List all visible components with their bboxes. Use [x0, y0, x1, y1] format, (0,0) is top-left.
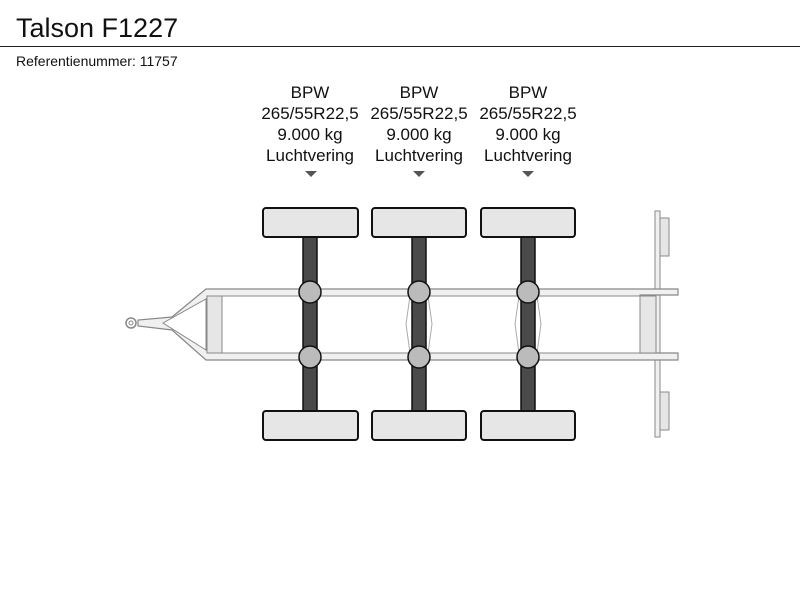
axle-1: [262, 207, 359, 441]
axle-load: 9.000 kg: [386, 125, 452, 144]
axle-brand: BPW: [290, 83, 330, 102]
axle-brand: BPW: [399, 83, 439, 102]
axle-brand: BPW: [508, 83, 548, 102]
axle-joint-bottom: [516, 345, 540, 369]
wheel-bottom: [371, 410, 467, 441]
towing-eye-hole: [128, 320, 134, 326]
axle-suspension: Luchtvering: [375, 146, 463, 165]
axle-3: [480, 207, 576, 441]
axle-arrow-3: [522, 171, 534, 177]
front-crossmember: [206, 295, 223, 354]
axle-tire-size: 265/55R22,5: [261, 104, 359, 123]
wheel-bottom: [480, 410, 576, 441]
wheel-bottom: [262, 410, 359, 441]
axle-joint-bottom: [407, 345, 431, 369]
axle-label-3: BPW 265/55R22,5 9.000 kg Luchtvering: [473, 82, 583, 166]
frame-inner-opening: [221, 295, 641, 354]
rear-light-top: [659, 217, 670, 257]
page-title: Talson F1227: [16, 13, 179, 43]
axle-arrow-1: [305, 171, 317, 177]
axle-load: 9.000 kg: [277, 125, 343, 144]
axle-tire-size: 265/55R22,5: [370, 104, 468, 123]
axle-beam: [411, 235, 427, 413]
axle-suspension: Luchtvering: [266, 146, 354, 165]
axle-arrow-2: [413, 171, 425, 177]
rear-crossmember: [639, 295, 657, 354]
axle-load: 9.000 kg: [495, 125, 561, 144]
axle-label-2: BPW 265/55R22,5 9.000 kg Luchtvering: [364, 82, 474, 166]
axle-tire-size: 265/55R22,5: [479, 104, 577, 123]
axle-suspension: Luchtvering: [484, 146, 572, 165]
axle-joint-top: [516, 280, 540, 304]
drawbar-inner-opening: [162, 298, 207, 351]
axle-joint-bottom: [298, 345, 322, 369]
axle-2: [371, 207, 467, 441]
wheel-top: [262, 207, 359, 238]
rear-light-bottom: [659, 391, 670, 431]
wheel-top: [371, 207, 467, 238]
axle-joint-top: [298, 280, 322, 304]
axle-beam: [520, 235, 536, 413]
wheel-top: [480, 207, 576, 238]
axle-label-1: BPW 265/55R22,5 9.000 kg Luchtvering: [255, 82, 365, 166]
axle-joint-top: [407, 280, 431, 304]
reference-number: Referentienummer: 11757: [16, 53, 178, 69]
title-divider: [0, 46, 800, 47]
axle-beam: [302, 235, 318, 413]
